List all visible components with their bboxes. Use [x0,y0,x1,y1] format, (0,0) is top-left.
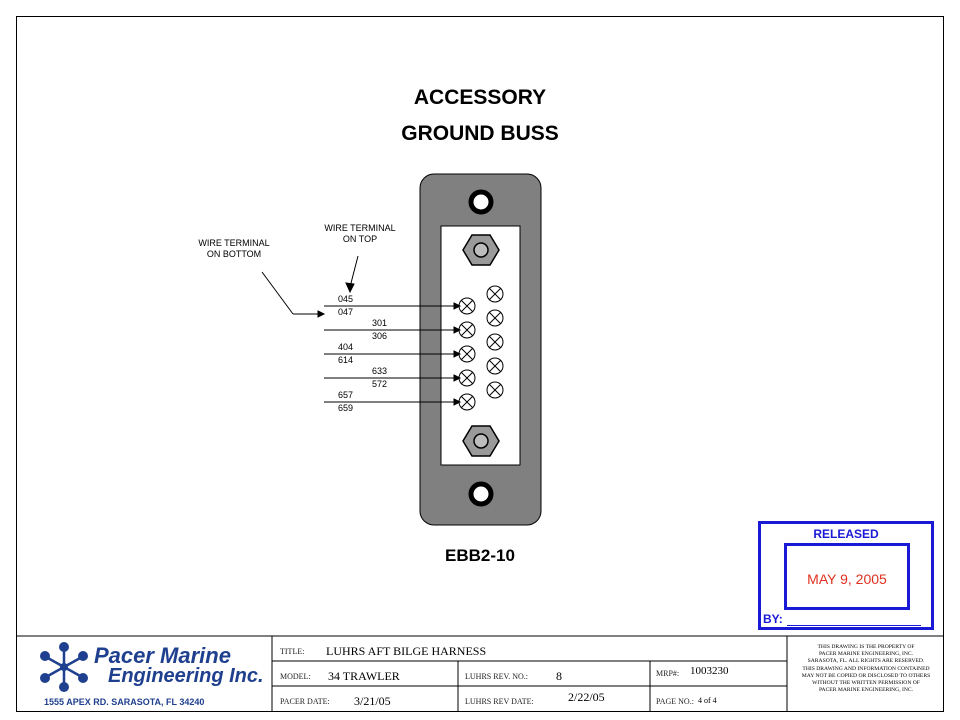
label-bottom-line2: ON BOTTOM [206,249,262,259]
terminal-right-1 [486,285,504,303]
rev-date-value: 2/22/05 [568,690,605,704]
bus-window [440,225,521,466]
company-name-line2: Engineering Inc. [108,665,264,687]
leader-on-bottom [261,271,326,318]
wire-number: 301 [372,318,388,328]
wire-number: 657 [338,390,354,400]
part-number: EBB2-10 [445,546,515,565]
rev-date-label: LUHRS REV DATE: [465,697,534,706]
company-name-line1: Pacer Marine [94,643,231,668]
terminal-right-5 [486,381,504,399]
label-bottom-line1: WIRE TERMINAL [198,238,270,248]
mrp-label: MRP#: [656,669,680,678]
bottom-mounting-hole [468,481,494,507]
terminal-left-1 [458,297,476,315]
company-address: 1555 APEX RD. SARASOTA, FL 34240 [44,697,205,707]
wire-number: 404 [338,342,354,352]
notice-line: THIS DRAWING AND INFORMATION CONTAINED [802,665,930,672]
rev-no-label: LUHRS REV. NO.: [465,672,528,681]
notice-line: SARASOTA, FL. ALL RIGHTS ARE RESERVED. [807,658,925,665]
mrp-value: 1003230 [690,665,729,677]
top-mounting-hole [468,189,494,215]
notice-line: PACER MARINE ENGINEERING, INC. [818,651,914,658]
pacer-date-label: PACER DATE: [280,697,330,706]
top-hex-nut [462,234,500,266]
notice-line: MAY NOT BE COPIED OR DISCLOSED TO OTHERS [801,672,931,679]
page-label: PAGE NO.: [656,697,694,706]
label-wire-terminal-top: WIRE TERMINAL ON TOP [300,223,420,245]
wire-number: 047 [338,307,354,317]
wire-number: 659 [338,403,354,413]
rev-no-value: 8 [556,669,562,683]
released-date: MAY 9, 2005 [807,571,887,587]
terminal-right-2 [486,309,504,327]
bottom-hex-nut [462,425,500,457]
notice-line: PACER MARINE ENGINEERING, INC. [818,687,914,694]
label-top-line2: ON TOP [342,234,378,244]
leader-on-top [345,255,359,294]
terminal-right-3 [486,333,504,351]
wire-leads [324,302,462,406]
drawing-border [16,16,944,712]
released-by-label: BY: [763,612,783,626]
drawing-title-line1: ACCESSORY [413,86,547,109]
wire-number: 572 [372,379,388,389]
terminal-left-5 [458,393,476,411]
released-by-line [787,625,921,626]
terminal-right-4 [486,357,504,375]
terminal-left-2 [458,321,476,339]
pacer-date-value: 3/21/05 [354,694,391,708]
terminal-left-4 [458,369,476,387]
label-wire-terminal-bottom: WIRE TERMINAL ON BOTTOM [174,238,294,260]
title-label: TITLE: [280,647,305,656]
released-label: RELEASED [813,527,879,541]
drawing-title-line2: GROUND BUSS [401,122,559,145]
released-date-box [784,543,910,610]
label-top-line1: WIRE TERMINAL [324,223,396,233]
model-value: 34 TRAWLER [328,669,400,683]
notice-line: THIS DRAWING IS THE PROPERTY OF [817,644,915,650]
wire-number: 633 [372,366,388,376]
title-value: LUHRS AFT BILGE HARNESS [326,644,487,658]
company-logo-icon [40,642,88,692]
wire-number: 045 [338,294,354,304]
page-value: 4 of 4 [698,696,717,705]
property-notice: THIS DRAWING IS THE PROPERTY OF PACER MA… [789,644,943,694]
model-label: MODEL: [280,672,311,681]
released-stamp [758,521,934,630]
wire-number: 306 [372,331,388,341]
notice-line: WITHOUT THE WRITTEN PERMISSION OF [812,680,920,687]
wire-number: 614 [338,355,354,365]
